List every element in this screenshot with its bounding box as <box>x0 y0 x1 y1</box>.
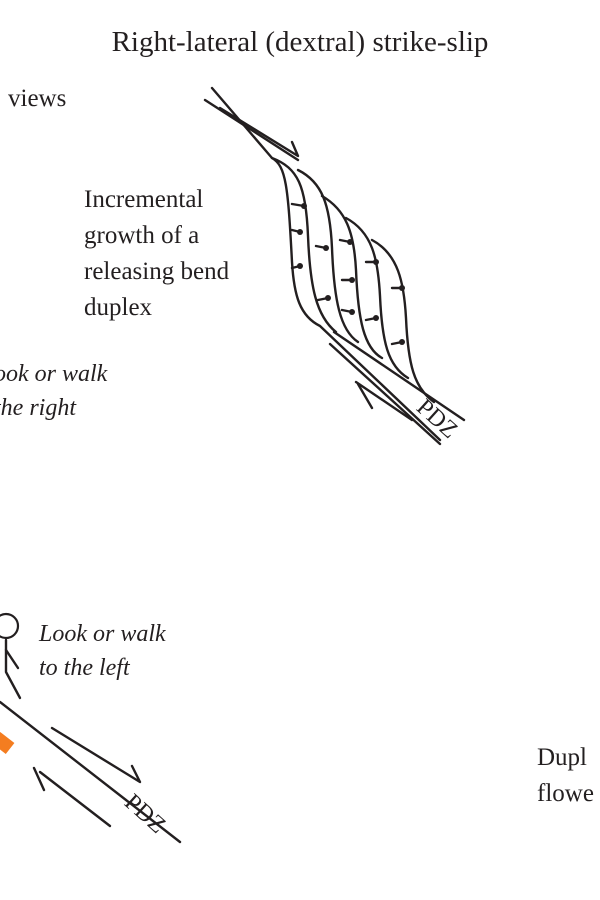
duplex-caption: Incremental growth of a releasing bend d… <box>84 182 229 326</box>
slip-arrow-lower-right <box>50 726 142 784</box>
fault-ball-4 <box>323 245 329 251</box>
duplex-strand-2 <box>296 168 360 344</box>
fault-ball-5 <box>325 295 331 301</box>
pdz-trace-lower-diagram-2 <box>38 770 112 828</box>
slip-arrow-bottom <box>354 380 414 422</box>
duplex-flower-line-1: Dupl <box>537 744 587 771</box>
look-right-line-1: ook or walk <box>0 361 108 387</box>
views-label: views <box>8 85 67 112</box>
fault-ball-3 <box>297 263 303 269</box>
pdz-trace-lower-diagram <box>0 700 182 844</box>
pdz-trace-lower <box>332 330 466 422</box>
fault-ball-1 <box>301 203 307 209</box>
fault-ball-7 <box>349 277 355 283</box>
fault-ball-2 <box>297 229 303 235</box>
pdz-trace-upper-outer <box>203 98 300 162</box>
fault-ball-6 <box>347 239 353 245</box>
duplex-caption-line-1: Incremental <box>84 186 204 213</box>
person-head <box>0 612 20 640</box>
fault-ball-9 <box>373 259 379 265</box>
fault-ball-10 <box>373 315 379 321</box>
slip-arrow-lower-left <box>32 766 46 792</box>
look-right-line-2: the right <box>0 395 76 421</box>
duplex-caption-line-2: growth of a <box>84 222 200 249</box>
pdz-trace-upper <box>210 86 442 442</box>
duplex-flower-caption: Dupl flowe <box>537 740 594 812</box>
duplex-strand-1 <box>270 156 338 334</box>
look-left-line-2: to the left <box>39 655 130 681</box>
orange-marker <box>0 731 15 755</box>
duplex-strand-5 <box>370 238 436 404</box>
slip-arrow-top <box>218 106 300 158</box>
person-arm <box>4 648 20 670</box>
pdz-trace-lower-outer <box>328 342 442 446</box>
duplex-flower-line-2: flowe <box>537 780 594 807</box>
fault-ball-12 <box>399 339 405 345</box>
duplex-strand-4 <box>344 216 410 380</box>
duplex-strand-3 <box>320 194 384 360</box>
look-right-caption: ook or walk the right <box>0 357 107 425</box>
look-left-line-1: Look or walk <box>39 621 166 647</box>
diagram-title: Right-lateral (dextral) strike-slip <box>111 26 489 58</box>
look-left-caption: Look or walk to the left <box>39 617 166 685</box>
fault-ball-11 <box>399 285 405 291</box>
duplex-caption-line-4: duplex <box>84 294 153 321</box>
fault-ball-8 <box>349 309 355 315</box>
duplex-caption-line-3: releasing bend <box>84 258 230 285</box>
